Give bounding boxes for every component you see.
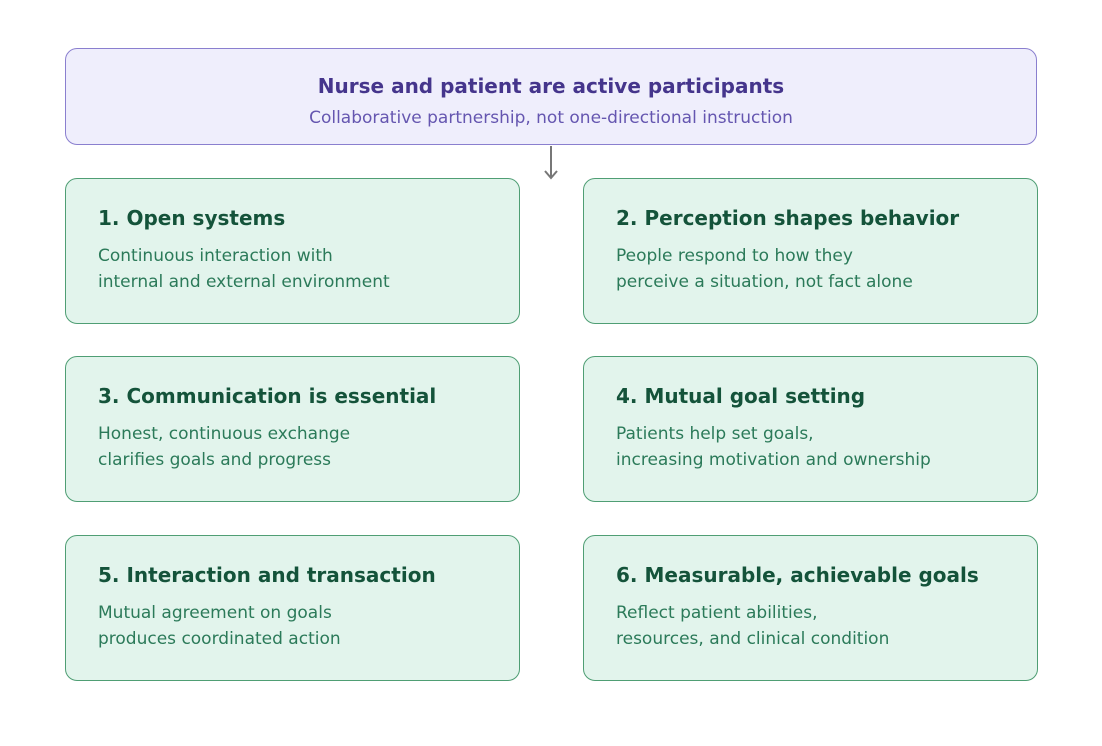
header-box: Nurse and patient are active participant… xyxy=(65,48,1037,145)
card-title: 5. Interaction and transaction xyxy=(98,563,436,587)
card-description-line: perceive a situation, not fact alone xyxy=(616,272,913,292)
card-description-line: Continuous interaction with xyxy=(98,246,333,266)
card-description: People respond to how they perceive a si… xyxy=(616,243,913,295)
card-title: 2. Perception shapes behavior xyxy=(616,206,960,230)
card-measurable-achievable-goals: 6. Measurable, achievable goals Reflect … xyxy=(583,535,1038,681)
card-open-systems: 1. Open systems Continuous interaction w… xyxy=(65,178,520,324)
card-description-line: clarifies goals and progress xyxy=(98,450,331,470)
card-description-line: Reflect patient abilities, xyxy=(616,603,818,623)
card-title: 6. Measurable, achievable goals xyxy=(616,563,979,587)
card-description-line: Honest, continuous exchange xyxy=(98,424,351,444)
card-description-line: Patients help set goals, xyxy=(616,424,814,444)
card-title: 4. Mutual goal setting xyxy=(616,384,866,408)
card-description-line: internal and external environment xyxy=(98,272,390,292)
card-description-line: increasing motivation and ownership xyxy=(616,450,931,470)
card-perception-shapes-behavior: 2. Perception shapes behavior People res… xyxy=(583,178,1038,324)
card-interaction-and-transaction: 5. Interaction and transaction Mutual ag… xyxy=(65,535,520,681)
card-description-line: Mutual agreement on goals xyxy=(98,603,332,623)
card-title: 1. Open systems xyxy=(98,206,286,230)
header-title: Nurse and patient are active participant… xyxy=(317,74,785,98)
card-description: Mutual agreement on goals produces coord… xyxy=(98,600,341,652)
card-mutual-goal-setting: 4. Mutual goal setting Patients help set… xyxy=(583,356,1038,502)
card-description: Continuous interaction with internal and… xyxy=(98,243,390,295)
card-communication-is-essential: 3. Communication is essential Honest, co… xyxy=(65,356,520,502)
card-description-line: produces coordinated action xyxy=(98,629,341,649)
card-description: Reflect patient abilities, resources, an… xyxy=(616,600,889,652)
card-description-line: People respond to how they xyxy=(616,246,853,266)
card-description-line: resources, and clinical condition xyxy=(616,629,890,649)
card-description: Patients help set goals, increasing moti… xyxy=(616,421,931,473)
card-description: Honest, continuous exchange clarifies go… xyxy=(98,421,350,473)
header-subtitle: Collaborative partnership, not one-direc… xyxy=(309,108,793,128)
down-arrow-icon xyxy=(544,146,558,180)
card-title: 3. Communication is essential xyxy=(98,384,437,408)
